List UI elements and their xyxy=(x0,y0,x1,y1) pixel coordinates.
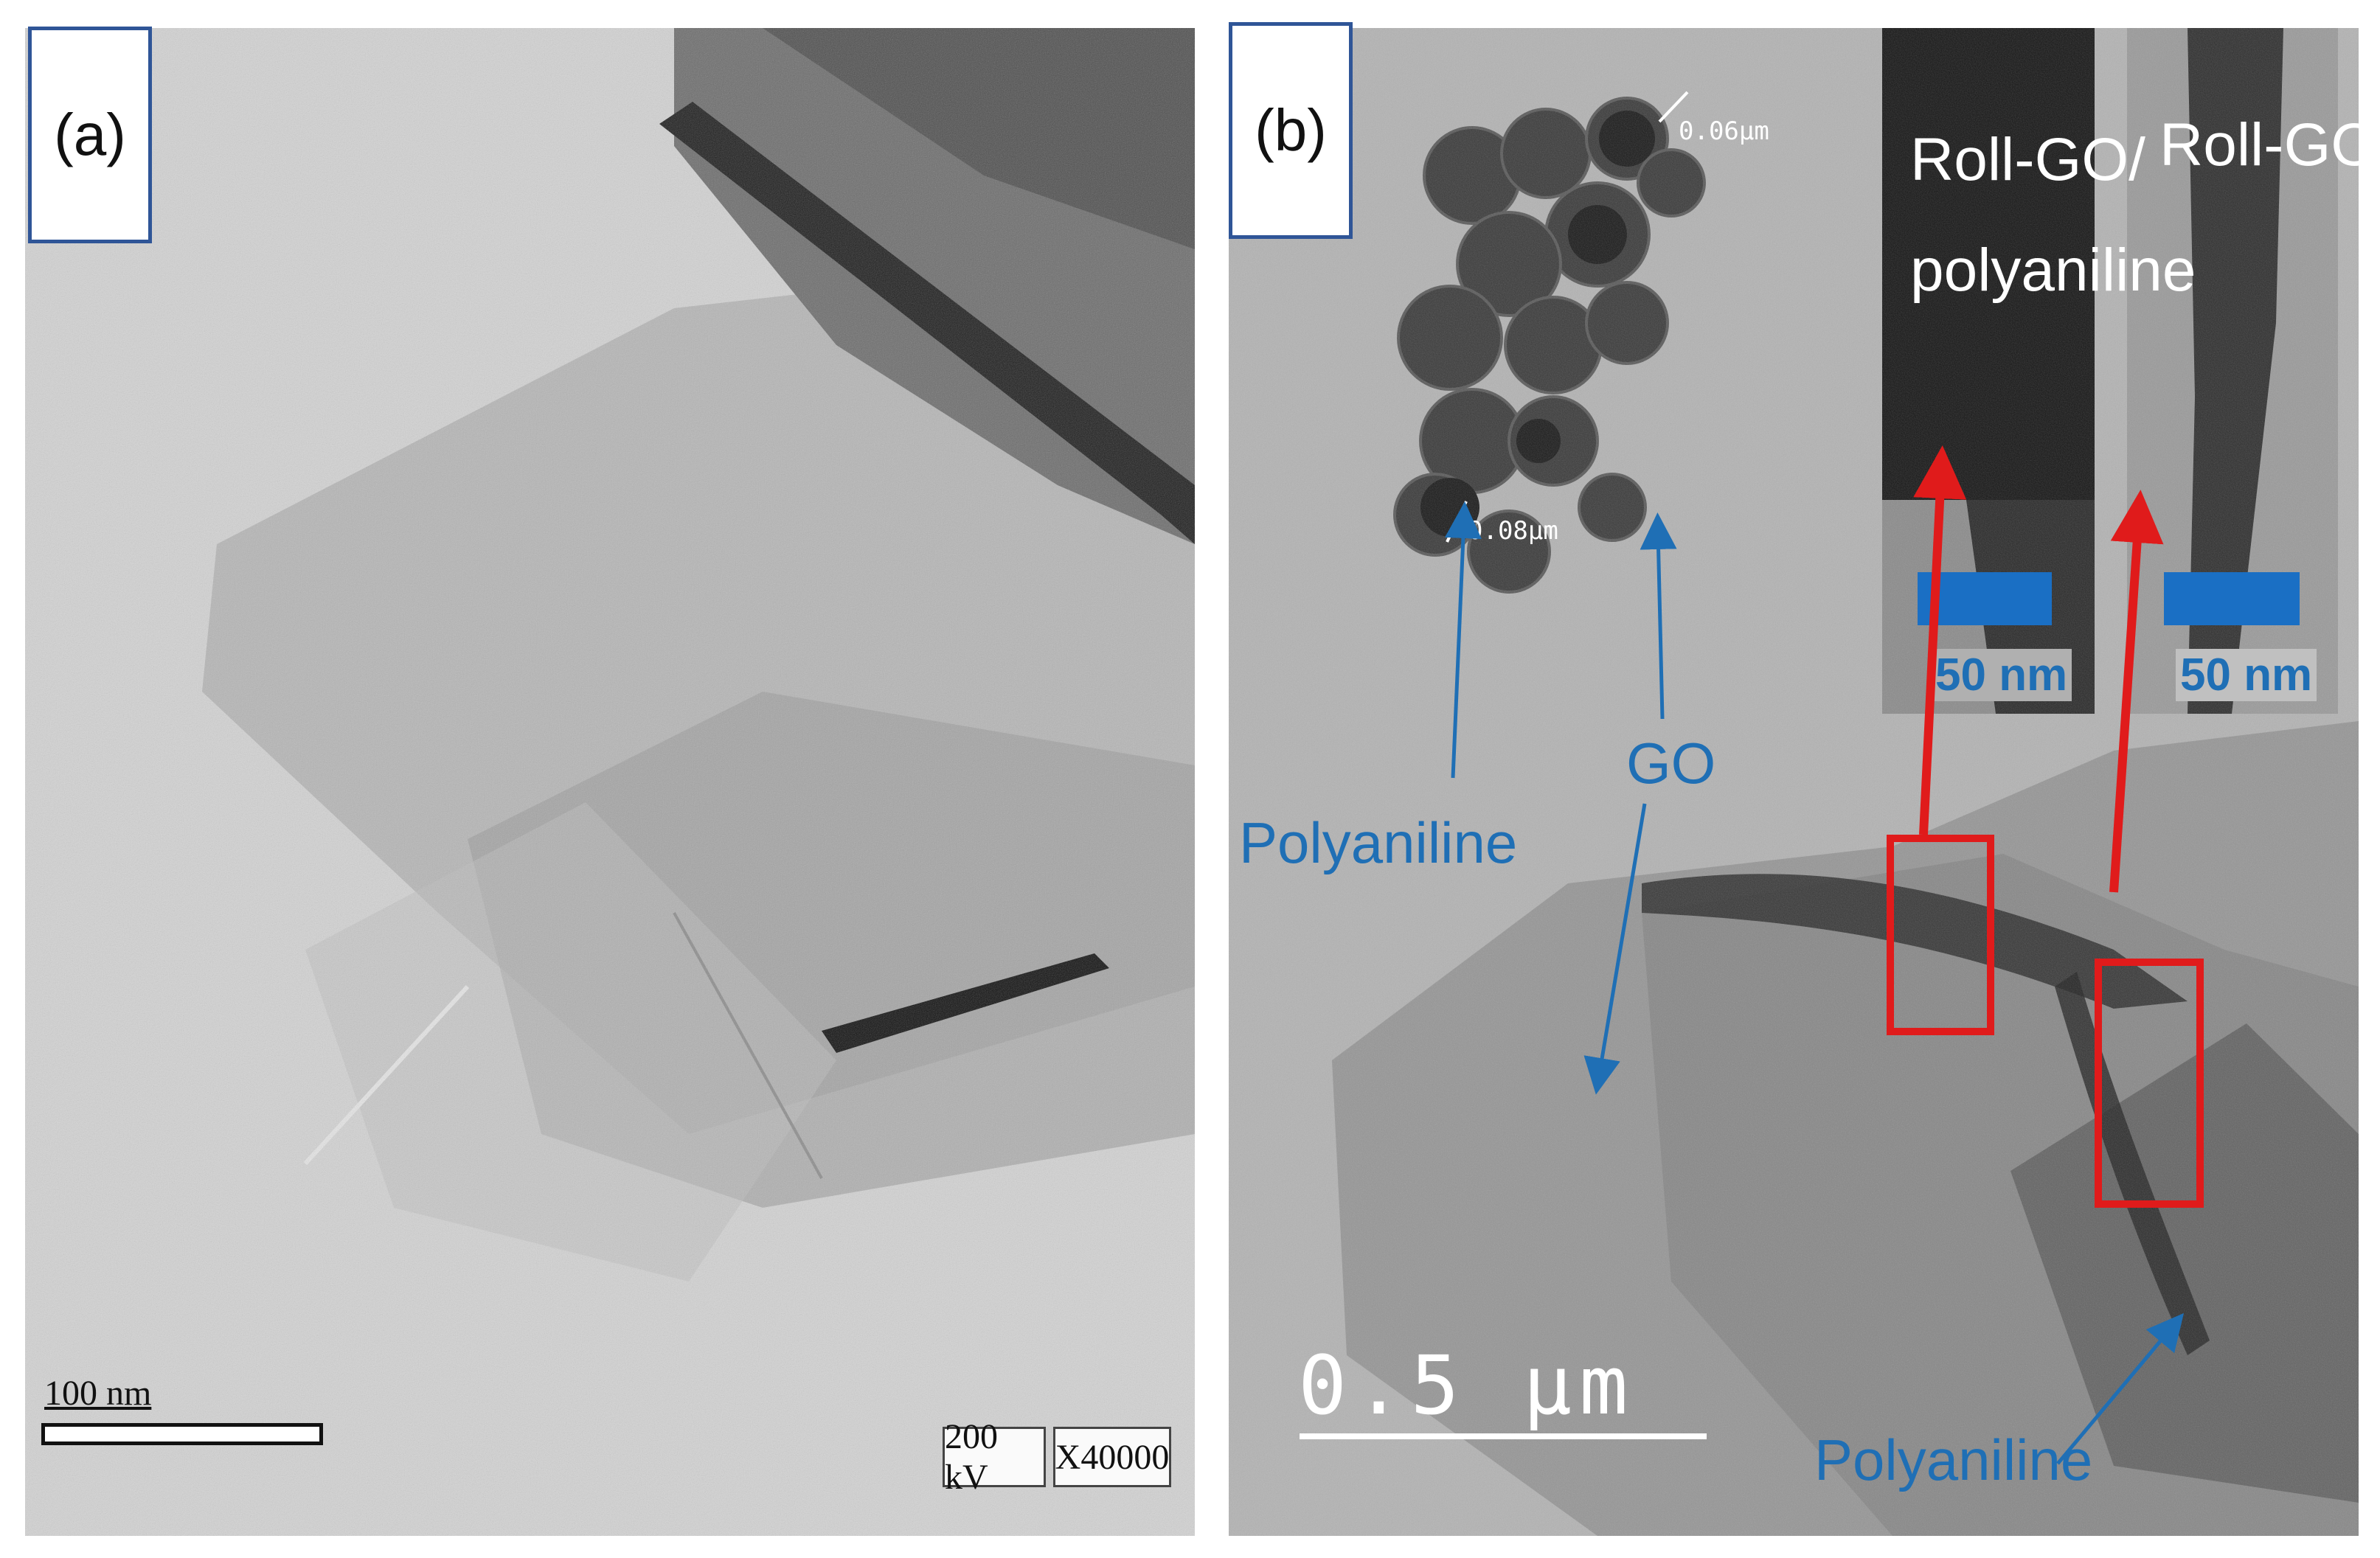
inset-2-title: Roll-GO xyxy=(2159,111,2379,178)
annotation-go: GO xyxy=(1626,731,1716,796)
magnification-label: X40000 xyxy=(1053,1427,1171,1487)
inset-1-title-line2: polyaniline xyxy=(1910,237,2196,304)
inset-1-scale-label: 50 nm xyxy=(1931,649,2072,701)
particle-size-label-2: 0.08μm xyxy=(1468,516,1558,546)
panel-b-label: (b) xyxy=(1229,22,1353,239)
tem-panel-a xyxy=(25,28,1195,1536)
scale-bar-label-a: 100 nm xyxy=(44,1374,152,1413)
inset-2-scale-bar xyxy=(2164,572,2300,625)
voltage-label: 200 kV xyxy=(943,1417,1046,1497)
scale-bar-a xyxy=(41,1423,323,1445)
particle-size-label-1: 0.06μm xyxy=(1679,116,1769,146)
scale-bar-label-b: 0.5 μm xyxy=(1298,1338,1636,1433)
scale-bar-b xyxy=(1300,1433,1707,1439)
annotation-polyaniline-left: Polyaniline xyxy=(1239,810,1518,875)
highlight-box-roll-go-polyaniline xyxy=(1887,835,1994,1035)
panel-a-label: (a) xyxy=(28,27,152,243)
inset-2-scale-label: 50 nm xyxy=(2176,649,2317,701)
tem-image-a xyxy=(25,28,1195,1536)
highlight-box-roll-go xyxy=(2095,959,2204,1208)
inset-1-title-line1: Roll-GO/ xyxy=(1910,126,2145,193)
annotation-polyaniline-right: Polyaniline xyxy=(1814,1427,2093,1492)
inset-1-scale-bar xyxy=(1918,572,2052,625)
